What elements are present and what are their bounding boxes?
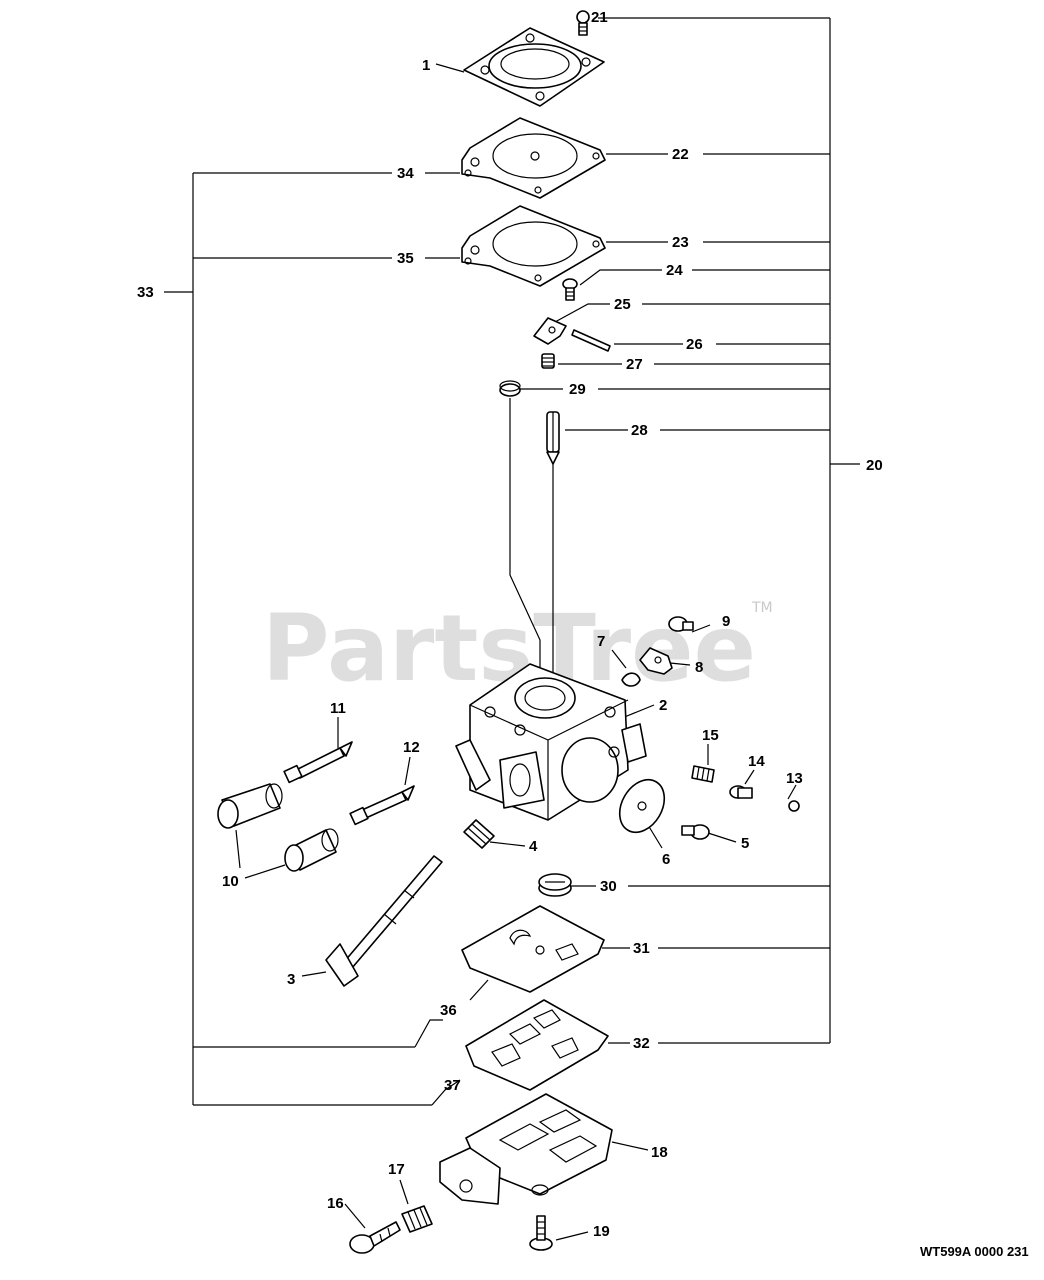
part-18-pump-cover [439,1093,613,1205]
callout-24[interactable]: 24 [666,262,683,279]
callout-37[interactable]: 37 [444,1077,461,1094]
callout-7[interactable]: 7 [597,633,605,650]
bracket-33 [164,172,432,1106]
callout-33[interactable]: 33 [137,284,154,301]
part-17-spring [401,1205,433,1233]
callout-16[interactable]: 16 [327,1195,344,1212]
callout-11[interactable]: 11 [330,700,346,717]
part-27-spring [541,353,555,369]
callout-23[interactable]: 23 [672,234,689,251]
part-25-lever [533,317,567,345]
part-1-cover [463,27,605,107]
part-23-gasket [461,205,606,287]
callout-19[interactable]: 19 [593,1223,610,1240]
callout-12[interactable]: 12 [403,739,420,756]
callout-30[interactable]: 30 [600,878,617,895]
watermark-tm: TM [751,600,773,616]
part-28-needle [546,411,560,465]
part-9-screw [668,616,694,632]
callout-6[interactable]: 6 [662,851,670,868]
part-30-screen [538,873,572,897]
callout-labels: 1 2 3 4 5 6 7 8 9 10 11 12 13 14 15 16 1… [137,9,883,1240]
part-26-pin [571,329,611,352]
callout-26[interactable]: 26 [686,336,703,353]
leader-lines [235,63,830,1241]
part-4-spring [463,819,495,849]
callout-21[interactable]: 21 [591,9,608,26]
callout-31[interactable]: 31 [633,940,650,957]
callout-13[interactable]: 13 [786,770,803,787]
part-29-plug [499,380,521,397]
part-10-fitting-b [284,828,339,872]
callout-27[interactable]: 27 [626,356,643,373]
callout-20[interactable]: 20 [866,457,883,474]
part-14-pin [729,785,753,799]
part-12-needle [349,785,415,826]
part-6-disc [618,778,666,834]
part-7-clip [621,672,641,687]
callout-35[interactable]: 35 [397,250,414,267]
callout-14[interactable]: 14 [748,753,765,770]
part-5-screw [681,824,710,840]
part-22-diaphragm [461,117,606,199]
callout-18[interactable]: 18 [651,1144,668,1161]
callout-4[interactable]: 4 [529,838,538,855]
callout-2[interactable]: 2 [659,697,667,714]
callout-8[interactable]: 8 [695,659,703,676]
part-15-spring [691,765,715,783]
callout-9[interactable]: 9 [722,613,730,630]
part-32-gasket [465,999,609,1091]
callout-25[interactable]: 25 [614,296,631,313]
part-13-ring [788,800,800,812]
part-10-fitting-a [217,783,283,829]
part-2-body [455,663,647,821]
callout-1[interactable]: 1 [422,57,430,74]
callout-17[interactable]: 17 [388,1161,405,1178]
bracket-20 [598,17,860,1043]
callout-34[interactable]: 34 [397,165,414,182]
part-31-gasket [461,905,605,993]
callout-32[interactable]: 32 [633,1035,650,1052]
part-21-screw [576,10,590,36]
part-11-needle [283,741,353,784]
callout-10[interactable]: 10 [222,873,239,890]
callout-3[interactable]: 3 [287,971,295,988]
callout-29[interactable]: 29 [569,381,586,398]
part-19-screw [529,1215,553,1251]
callout-22[interactable]: 22 [672,146,689,163]
part-3-shaft [325,855,443,987]
callout-36[interactable]: 36 [440,1002,457,1019]
callout-28[interactable]: 28 [631,422,648,439]
part-8-lever [639,647,673,675]
callout-5[interactable]: 5 [741,835,749,852]
part-16-screw [349,1221,401,1254]
callout-15[interactable]: 15 [702,727,719,744]
figure-code: WT599A 0000 231 [920,1244,1029,1259]
part-24-screw [562,278,578,301]
